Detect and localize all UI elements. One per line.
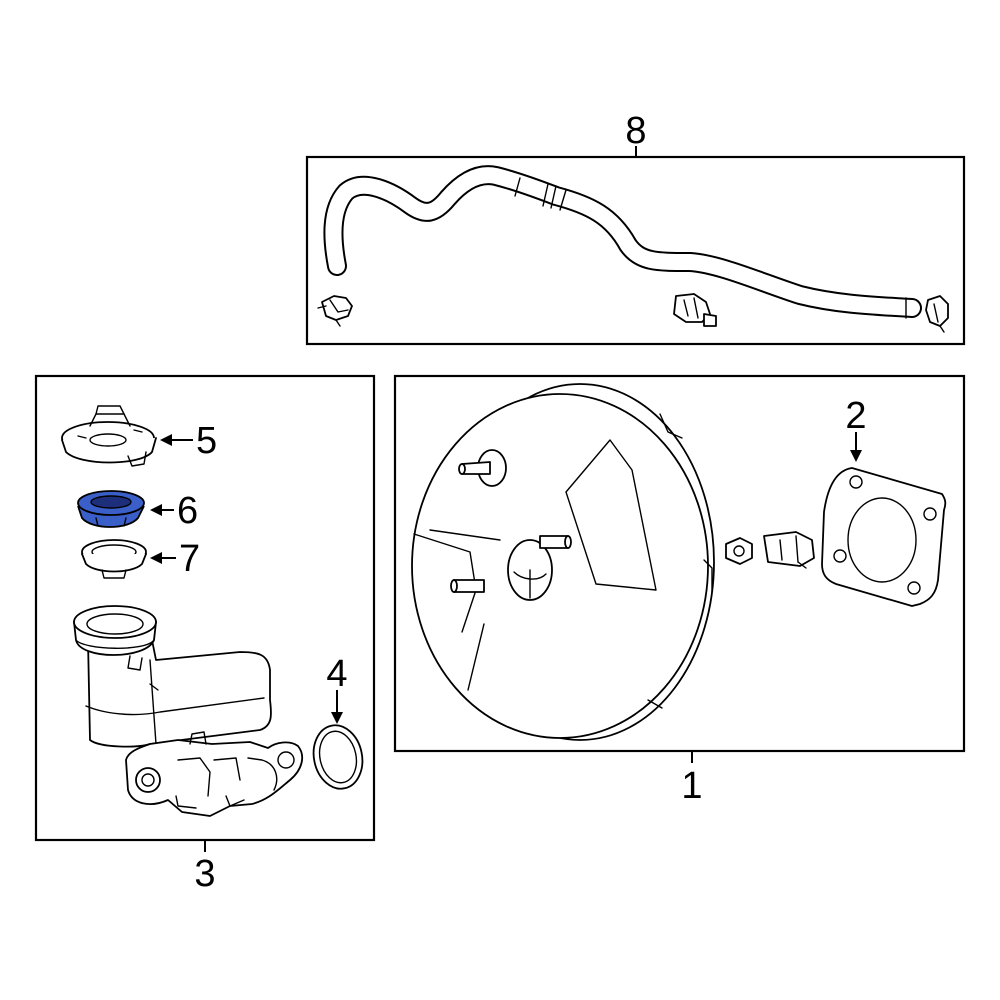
callout-2[interactable]: 2 <box>845 395 866 437</box>
booster-stud-center-icon <box>539 535 572 549</box>
booster-frame <box>393 374 966 753</box>
vacuum-hose-group: 8 <box>305 110 966 346</box>
hose-clamp-left-icon <box>317 295 353 327</box>
brake-booster[interactable] <box>411 383 715 741</box>
callout-7-arrowhead <box>150 552 162 564</box>
hose-clamp-right-icon <box>925 295 949 333</box>
callout-3[interactable]: 3 <box>194 853 215 895</box>
callout-4-arrowhead <box>331 712 343 724</box>
reservoir-strainer[interactable] <box>81 539 147 579</box>
master-cylinder-group: 3 5 6 <box>34 374 376 895</box>
callout-6-arrowhead <box>150 504 162 516</box>
callout-6[interactable]: 6 <box>177 490 198 532</box>
reservoir-cap[interactable] <box>61 405 157 467</box>
master-cylinder-o-ring[interactable] <box>308 721 368 794</box>
callout-2-arrowhead <box>850 450 862 462</box>
booster-stud-bottom-icon <box>450 579 485 593</box>
callout-1[interactable]: 1 <box>681 765 702 807</box>
booster-gasket[interactable] <box>821 467 947 607</box>
vacuum-hose <box>323 165 922 319</box>
callout-5[interactable]: 5 <box>196 420 217 462</box>
callout-7[interactable]: 7 <box>179 538 200 580</box>
check-valve-icon <box>673 293 717 327</box>
booster-clip-icon <box>763 531 815 569</box>
master-cylinder[interactable] <box>73 605 304 817</box>
brake-booster-group: 1 <box>393 374 966 807</box>
booster-nut-icon <box>725 537 753 565</box>
callout-5-arrowhead <box>160 434 172 446</box>
callout-4[interactable]: 4 <box>326 653 347 695</box>
callout-8[interactable]: 8 <box>625 110 646 152</box>
reservoir-cap-seal[interactable] <box>77 490 145 528</box>
booster-stud-top-icon <box>458 449 507 487</box>
